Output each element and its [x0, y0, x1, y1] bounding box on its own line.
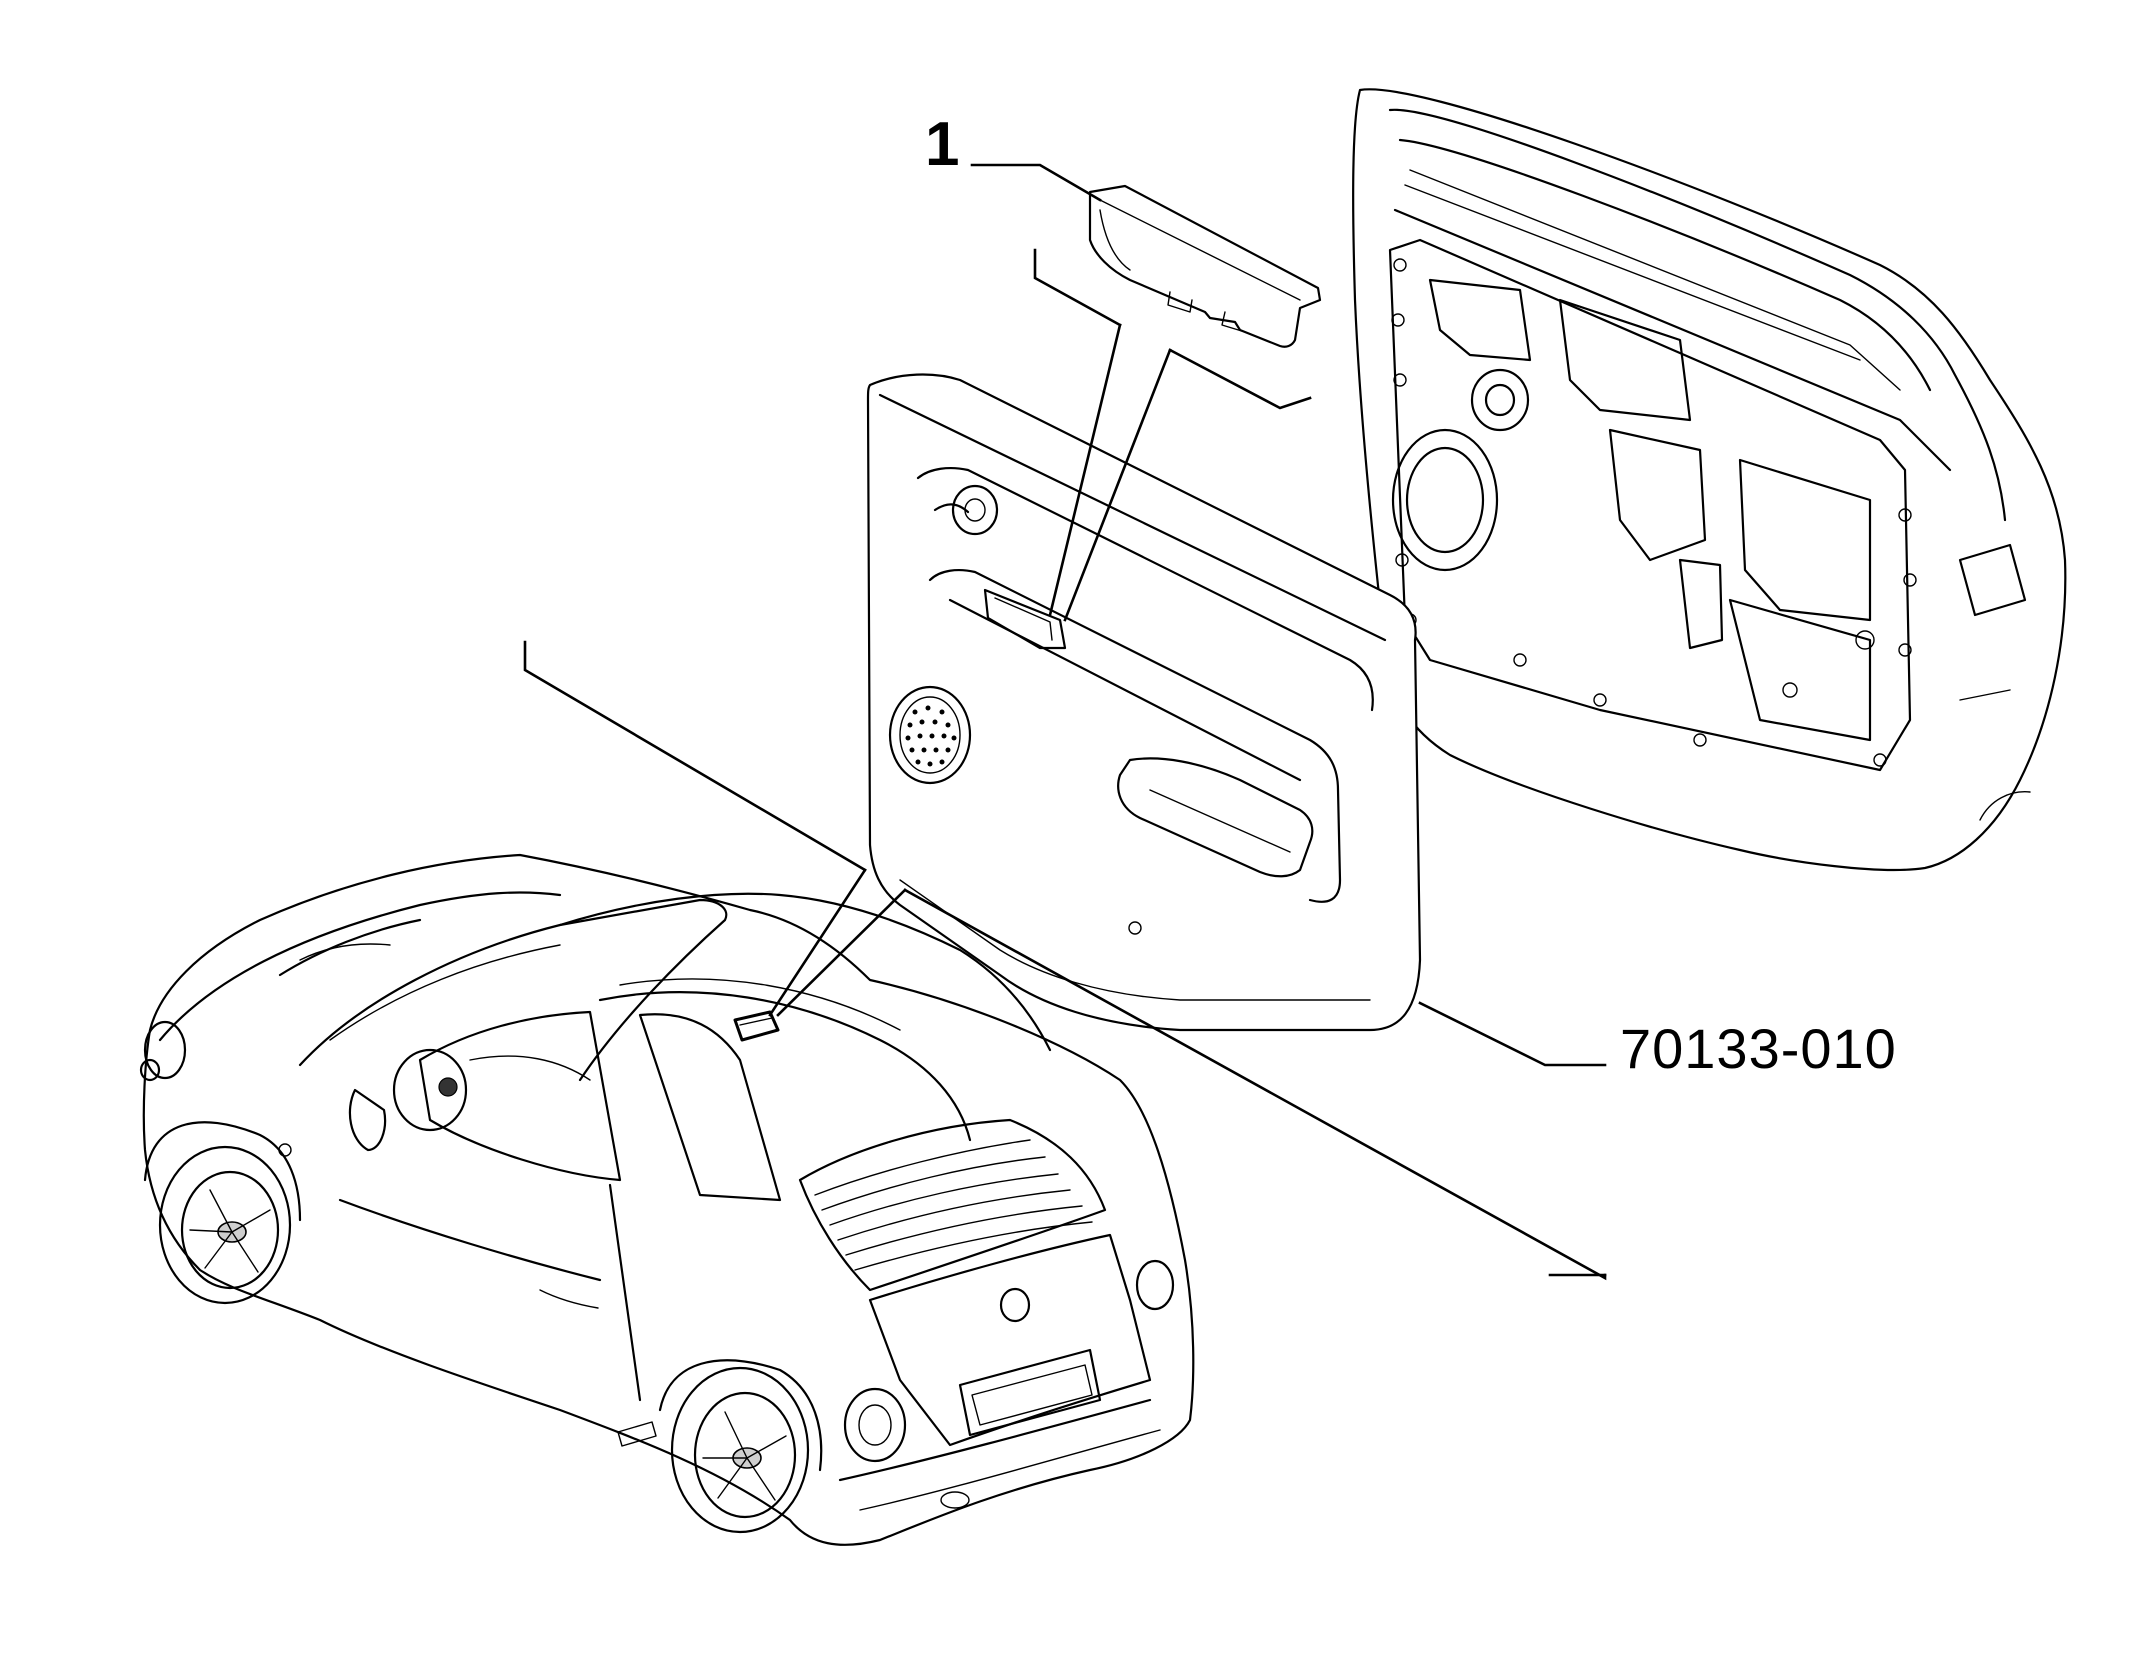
insert-location-marker	[733, 1010, 780, 1042]
rear-wheel	[670, 1366, 810, 1534]
leader-lines	[523, 163, 1607, 1281]
car-overview	[139, 853, 1195, 1546]
callout-part-group: 70133-010	[1620, 1017, 1897, 1080]
speaker-grille	[888, 685, 972, 785]
front-wheel	[158, 1145, 292, 1305]
door-trim-panel	[866, 373, 1422, 1032]
door-pocket-insert	[1088, 184, 1322, 348]
callout-part-1: 1	[925, 110, 959, 179]
door-inner-frame	[1352, 88, 2067, 872]
